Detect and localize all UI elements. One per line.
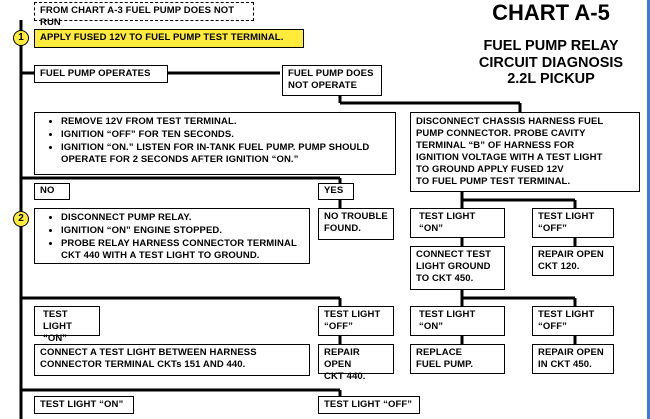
fuel-pump-not-operate-box: FUEL PUMP DOES NOT OPERATE (282, 65, 382, 96)
connect-between-box: CONNECT A TEST LIGHT BETWEEN HARNESS CON… (34, 344, 310, 376)
no-box: NO (34, 183, 70, 200)
chart-title: CHART A-5 (492, 0, 610, 25)
repair-ckt-450-box: REPAIR OPEN IN CKT 450. (532, 344, 614, 374)
repair-ckt-440-box: REPAIR OPEN CKT 440. (318, 344, 394, 382)
test-light-on-box-c: TEST LIGHT “ON” (410, 306, 505, 336)
step-marker-1: 1 (13, 30, 29, 46)
test-light-on-box-d: TEST LIGHT “ON” (34, 396, 134, 414)
scrollbar-edge[interactable] (647, 0, 650, 419)
test-light-off-box-d: TEST LIGHT “OFF” (318, 396, 420, 414)
test-light-off-box-a: TEST LIGHT “OFF” (532, 208, 614, 238)
chart-title-block: CHART A-5 FUEL PUMP RELAY CIRCUIT DIAGNO… (452, 0, 650, 88)
yes-box: YES (318, 183, 354, 200)
replace-fuel-pump-box: REPLACE FUEL PUMP. (410, 344, 505, 374)
header-box: FROM CHART A-3 FUEL PUMP DOES NOT RUN (34, 2, 254, 28)
no-trouble-box: NO TROUBLE FOUND. (318, 208, 394, 240)
disconnect-chassis-box: DISCONNECT CHASSIS HARNESS FUEL PUMP CON… (410, 112, 640, 192)
step1-box: APPLY FUSED 12V TO FUEL PUMP TEST TERMIN… (34, 29, 304, 48)
fuel-pump-operates-box: FUEL PUMP OPERATES (34, 65, 168, 83)
repair-ckt-120-box: REPAIR OPEN CKT 120. (532, 246, 614, 276)
remove-12v-box: REMOVE 12V FROM TEST TERMINAL. IGNITION … (34, 112, 396, 175)
test-light-off-box-b: TEST LIGHT “OFF” (318, 306, 394, 336)
test-light-on-box-a: TEST LIGHT “ON” (410, 208, 505, 238)
step-marker-2: 2 (13, 211, 29, 227)
connect-ground-450-box: CONNECT TEST LIGHT GROUND TO CKT 450. (410, 246, 505, 290)
test-light-on-box-b: TEST LIGHT “ON” (34, 306, 100, 344)
step2-box: DISCONNECT PUMP RELAY. IGNITION “ON” ENG… (34, 208, 310, 264)
test-light-off-box-c: TEST LIGHT “OFF” (532, 306, 614, 336)
chart-subtitle: FUEL PUMP RELAY CIRCUIT DIAGNOSIS 2.2L P… (478, 38, 624, 87)
